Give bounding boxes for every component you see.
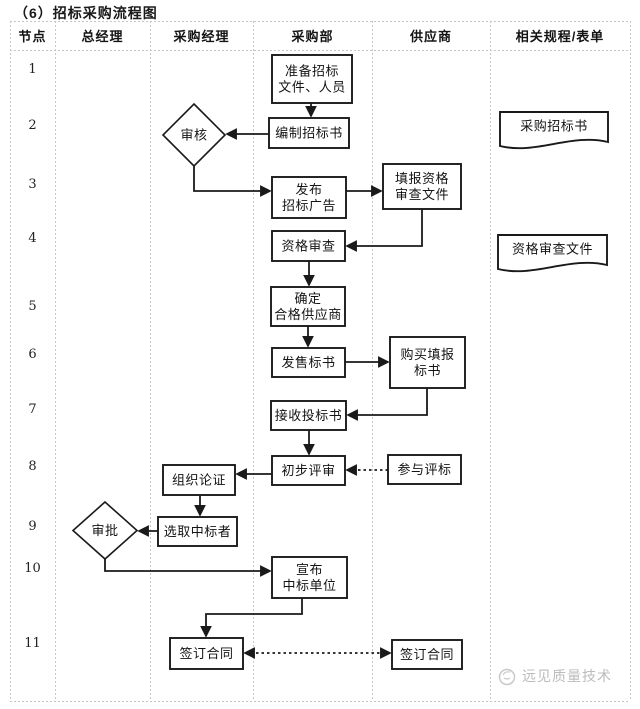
flow-node-organize-verification: 组织论证 <box>162 464 236 496</box>
flow-node-label: 初步评审 <box>281 463 335 478</box>
flow-node-label: 采购招标书 <box>520 119 588 134</box>
flow-node-receive-tenders: 接收投标书 <box>270 400 347 431</box>
watermark: 远见质量技术 <box>497 666 612 686</box>
node-number: 10 <box>24 561 41 576</box>
flow-node-fill-qualification: 填报资格审查文件 <box>382 163 462 210</box>
node-number: 3 <box>28 177 37 192</box>
node-number: 2 <box>28 118 37 133</box>
watermark-logo-icon <box>498 668 516 686</box>
flow-edge-announce-to-sign <box>200 598 303 638</box>
lane-header-related-forms: 相关规程/表单 <box>515 29 605 44</box>
flow-node-label: 发售标书 <box>281 355 335 370</box>
flow-edge-fill-to-qualification <box>345 209 423 252</box>
flow-node-label: 宣布中标单位 <box>282 562 336 593</box>
lane-header-supplier: 供应商 <box>409 29 452 44</box>
node-number: 9 <box>28 519 37 534</box>
flow-node-publish-bid-ad: 发布招标广告 <box>271 176 347 219</box>
lane-header-node: 节点 <box>18 29 47 44</box>
flow-node-label: 签订合同 <box>179 646 233 661</box>
flow-node-label: 编制招标书 <box>275 126 343 141</box>
flow-node-label: 资格审查文件 <box>512 242 593 257</box>
node-number: 5 <box>28 299 37 314</box>
lane-header-purchasing-manager: 采购经理 <box>173 29 230 44</box>
flow-node-announce-winner: 宣布中标单位 <box>271 556 348 599</box>
flow-node-buy-fill-bid-book: 购买填报标书 <box>389 336 466 389</box>
node-number: 1 <box>28 62 37 77</box>
page-title: （6）招标采购流程图 <box>14 5 158 21</box>
flow-node-sell-bid-books: 发售标书 <box>271 347 346 378</box>
flow-node-sign-contract-right: 签订合同 <box>391 639 463 670</box>
flow-node-qualification-review: 资格审查 <box>271 230 346 262</box>
flow-node-confirm-suppliers: 确定合格供应商 <box>270 286 346 327</box>
flow-node-preliminary-review: 初步评审 <box>271 455 346 486</box>
flow-node-label: 填报资格审查文件 <box>395 171 449 202</box>
flow-node-join-evaluation: 参与评标 <box>387 454 462 485</box>
flow-node-select-winner: 选取中标者 <box>157 516 238 547</box>
flow-node-approval: 审批 <box>71 500 139 561</box>
flow-node-label: 资格审查 <box>281 239 335 254</box>
flow-node-sign-contract-left: 签订合同 <box>169 637 244 670</box>
watermark-text: 远见质量技术 <box>522 668 612 684</box>
node-number: 11 <box>24 636 41 651</box>
node-number: 4 <box>28 231 37 246</box>
flow-node-label: 组织论证 <box>172 473 226 488</box>
flow-node-label: 签订合同 <box>400 647 454 662</box>
flow-edge-buy-to-receive <box>346 388 428 421</box>
node-number: 6 <box>28 347 37 362</box>
flow-node-review: 审核 <box>161 102 227 168</box>
flow-node-doc-purchase-bid-book: 采购招标书 <box>499 111 609 150</box>
lane-header-purchasing-dept: 采购部 <box>291 29 334 44</box>
lane-header-general-manager: 总经理 <box>81 29 124 44</box>
node-number: 7 <box>28 402 37 417</box>
flow-node-compile-bid-book: 编制招标书 <box>268 117 350 149</box>
flow-edge-review-to-publish <box>193 166 272 197</box>
flow-node-label: 发布招标广告 <box>282 182 336 213</box>
flow-node-doc-qualification: 资格审查文件 <box>497 234 608 273</box>
flow-edge-approval-to-announce <box>104 559 272 577</box>
flow-node-label: 审批 <box>91 523 118 538</box>
flow-edges <box>104 103 428 659</box>
flow-node-label: 审核 <box>180 128 207 143</box>
flow-node-label: 选取中标者 <box>164 524 232 539</box>
flow-node-prepare-bid-docs: 准备招标文件、人员 <box>271 54 353 104</box>
flow-node-label: 购买填报标书 <box>400 347 454 378</box>
flow-node-label: 准备招标文件、人员 <box>278 64 346 95</box>
flow-node-label: 确定合格供应商 <box>274 291 342 322</box>
flow-node-label: 接收投标书 <box>275 408 343 423</box>
flow-node-label: 参与评标 <box>397 462 451 477</box>
node-number: 8 <box>28 459 37 474</box>
